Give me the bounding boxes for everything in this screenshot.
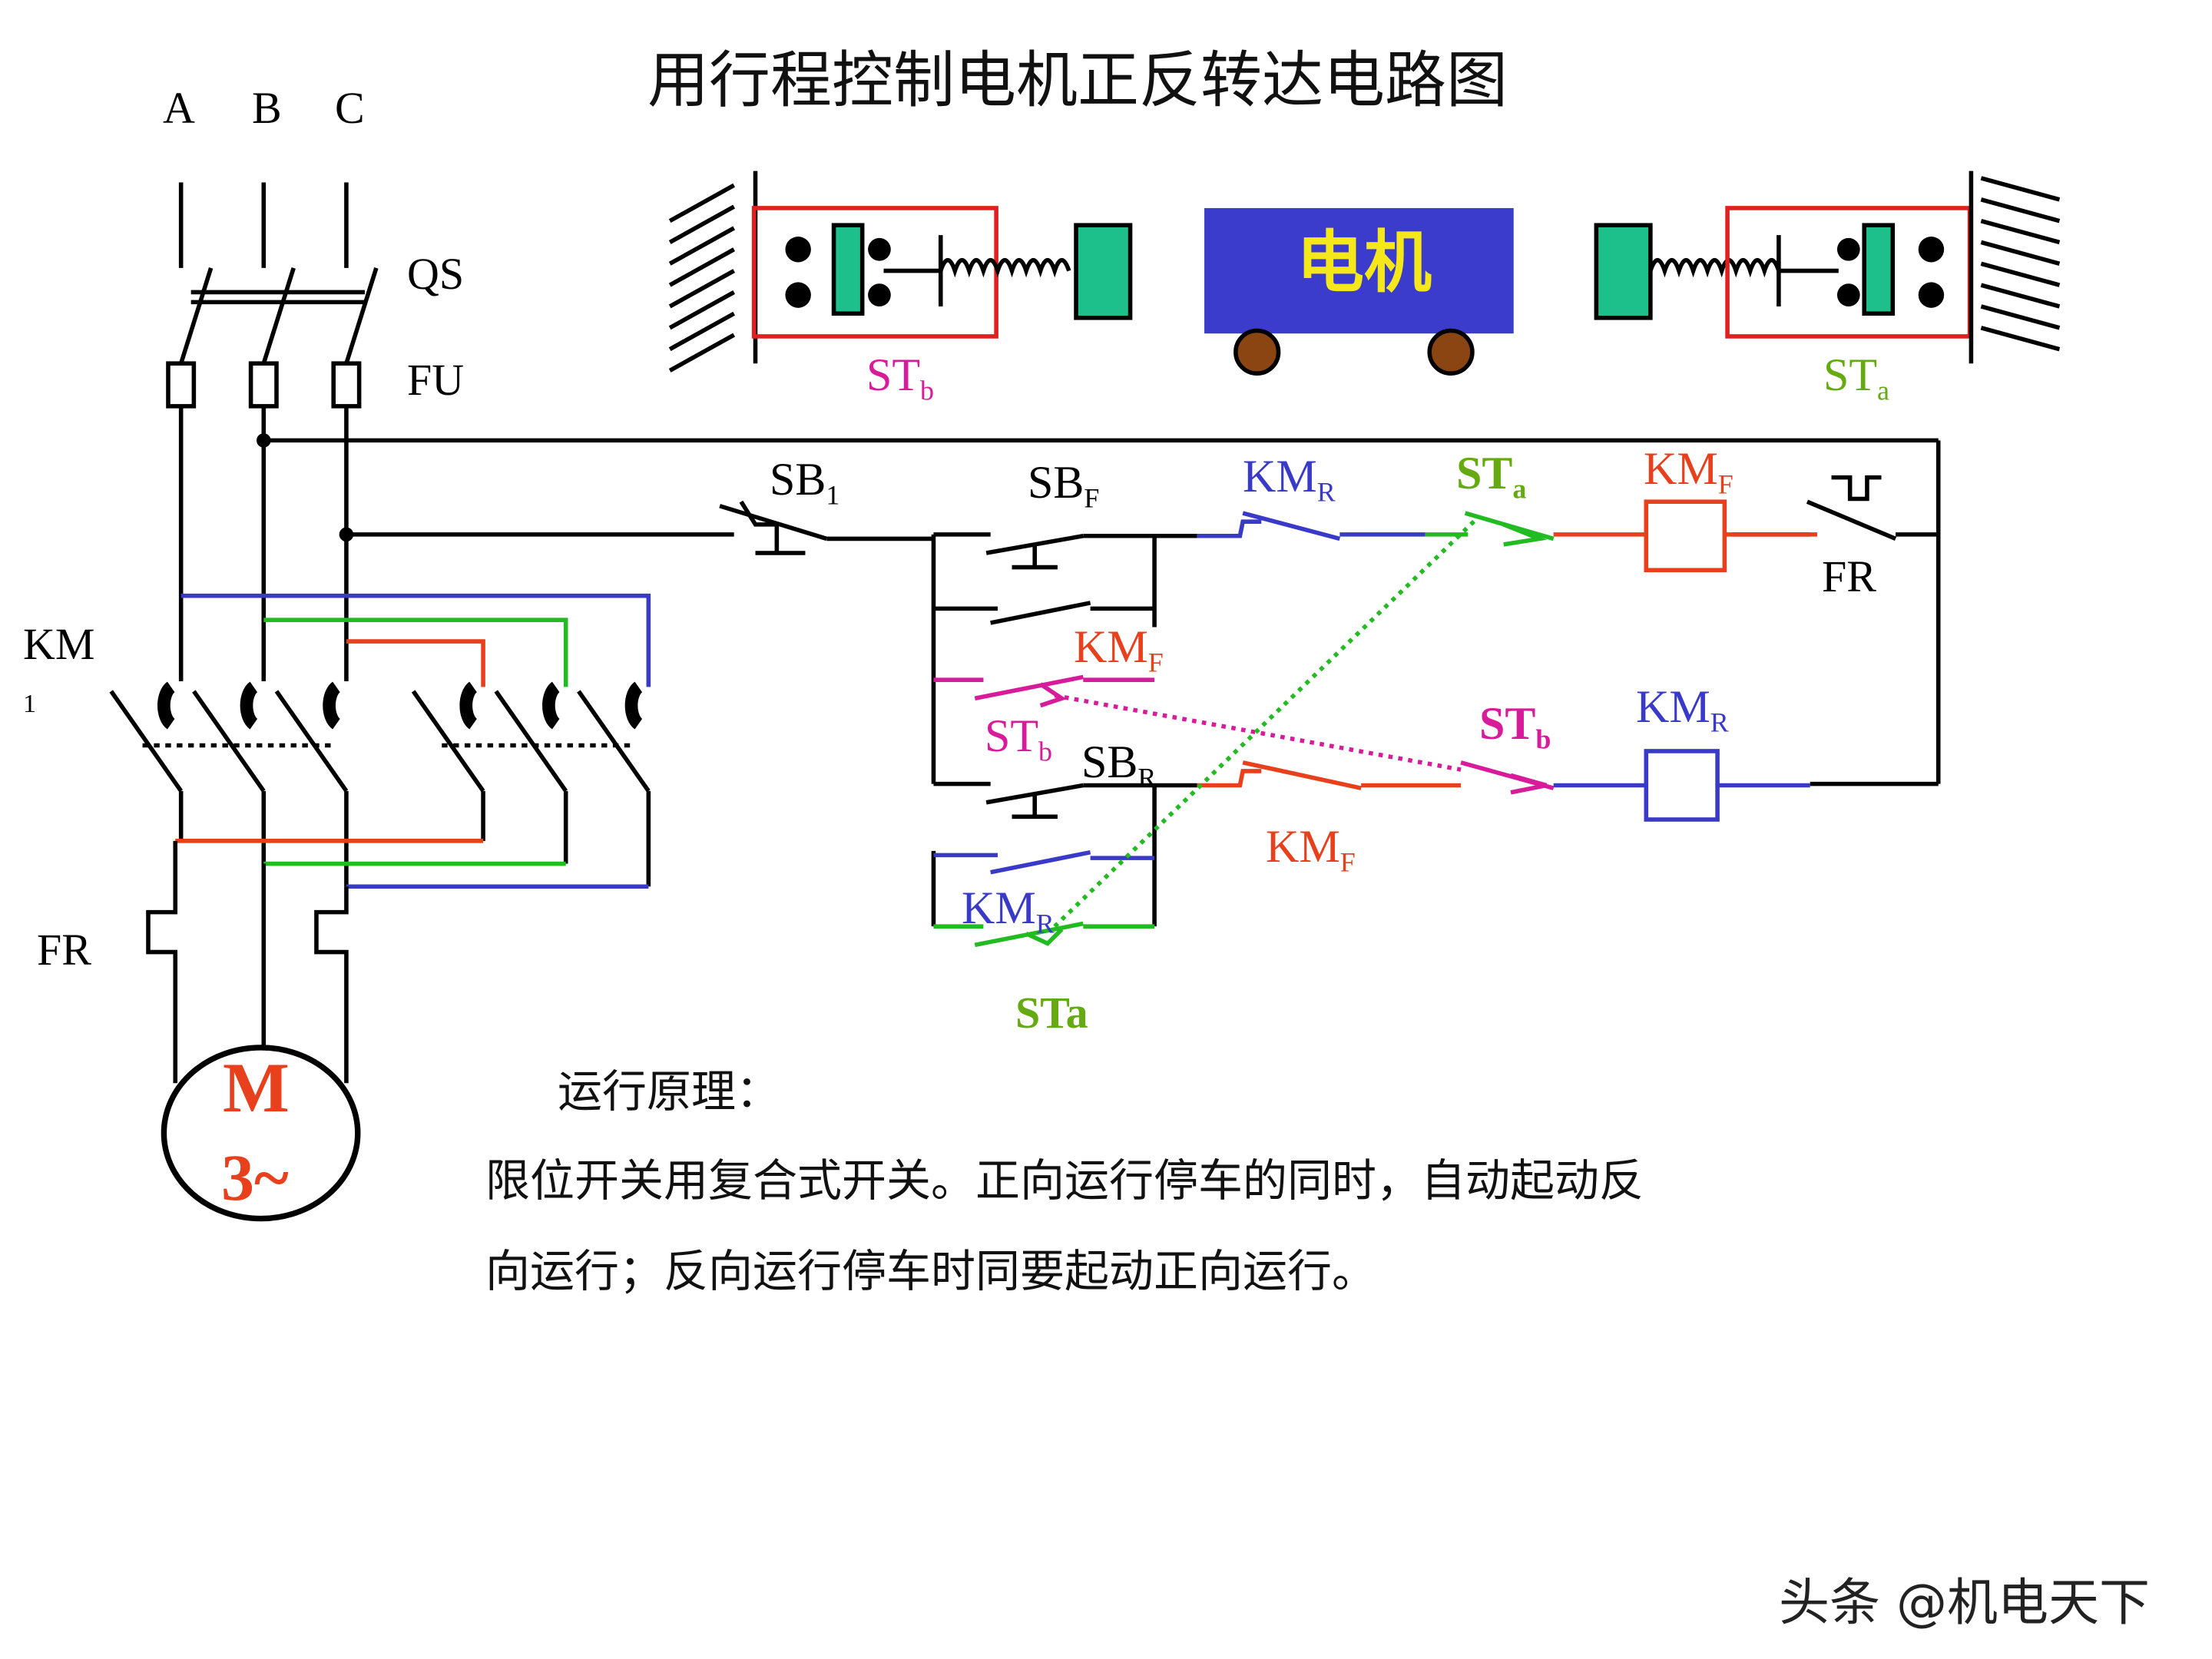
km-contacts	[109, 681, 651, 887]
motor-3-label: 3~	[221, 1141, 289, 1214]
stb-no-label: STb	[985, 713, 1052, 766]
kmr-coil-label: KMR	[1636, 684, 1729, 737]
kmr-coil-sub: R	[1710, 707, 1729, 738]
kmr-nc-top-label: KMR	[1243, 453, 1336, 506]
sta-top-base: ST	[1823, 349, 1878, 400]
sbf-label: SBF	[1028, 459, 1099, 512]
sta-limit-switch	[1594, 206, 1972, 339]
kmf-coil-base: KM	[1644, 443, 1718, 494]
km1-sub-label: 1	[23, 690, 36, 718]
phase-b-label: B	[252, 83, 282, 133]
sta-top-label: STa	[1823, 352, 1889, 405]
qs-switch	[179, 267, 379, 365]
kmf-coil-label: KMF	[1644, 445, 1734, 498]
cart-label: 电机	[1296, 223, 1432, 302]
stb-top-label: STb	[866, 352, 934, 405]
kmr-nc-top-base: KM	[1243, 451, 1317, 502]
kmf-nc-sub: F	[1339, 846, 1356, 878]
sta-nc-base: ST	[1456, 448, 1513, 498]
principle-heading: 运行原理：	[558, 1065, 781, 1118]
qs-label: QS	[407, 249, 465, 299]
kmf-nc-a	[1197, 769, 1262, 788]
principle-line1: 限位开关用复合式开关。正向运行停车的同时，自动起动反	[485, 1154, 1644, 1207]
km1-label: KM	[23, 619, 95, 669]
kmr-hold-sub: R	[1035, 908, 1055, 939]
sbf-base: SB	[1028, 457, 1084, 508]
stb-no-base: ST	[985, 710, 1039, 761]
stb-no-actuator	[1039, 682, 1067, 708]
kmf-coil-sub: F	[1717, 469, 1734, 500]
stb-no-sub: b	[1038, 736, 1053, 767]
sta-nc-sub: a	[1512, 473, 1527, 505]
sb1-sub: 1	[826, 479, 840, 511]
kmr-hold-base: KM	[962, 882, 1036, 933]
sta-top-sub: a	[1877, 375, 1890, 406]
sta-bottom-label: STa	[1015, 988, 1088, 1038]
kmf-nc-b	[1242, 760, 1362, 790]
fr-main-label: FR	[37, 925, 91, 975]
stb-nc-sub: b	[1535, 724, 1551, 755]
kmr-nc-top-a	[1197, 519, 1262, 538]
sta-nc-label: STa	[1456, 450, 1526, 503]
sta-linkage	[1053, 518, 1477, 929]
page-title: 用行程控制电机正反转达电路图	[647, 45, 1508, 116]
principle-line2: 向运行；反向运行停车时同要起动正向运行。	[485, 1245, 1377, 1297]
stb-nc-base: ST	[1479, 698, 1536, 749]
kmf-nc-label: KMF	[1266, 823, 1356, 876]
stb-top-base: ST	[866, 349, 921, 400]
kmf-nc-base: KM	[1266, 821, 1340, 872]
wire-red-top	[346, 639, 485, 687]
kmr-coil	[1644, 749, 1720, 822]
sb1-label: SB1	[770, 456, 839, 509]
cart	[1204, 207, 1514, 376]
sbr-base: SB	[1081, 737, 1138, 787]
stb-top-sub: b	[920, 375, 935, 406]
motor-m-label: M	[223, 1048, 290, 1127]
phase-c-label: C	[335, 83, 365, 133]
motor-circle	[161, 1045, 361, 1222]
kmr-hold-label: KMR	[962, 885, 1055, 938]
kmr-nc-top-b	[1242, 511, 1341, 541]
fr-ctrl-label: FR	[1822, 551, 1876, 601]
fr-thermal	[146, 840, 349, 1084]
kmr-nc-top-sub: R	[1316, 476, 1336, 508]
kmr-hold-contact	[990, 849, 1091, 875]
sbf-sub: F	[1084, 482, 1100, 514]
fu-fuses	[166, 361, 362, 409]
left-wall	[668, 171, 758, 373]
stb-limit-switch	[751, 206, 1133, 339]
sb1-base: SB	[770, 454, 826, 505]
sbr-sub: R	[1137, 762, 1157, 793]
phase-lines	[178, 406, 349, 682]
kmf-coil	[1644, 499, 1727, 573]
kmr-coil-base: KM	[1636, 681, 1710, 732]
wire-green-top	[263, 618, 568, 687]
phase-a-label: A	[163, 83, 195, 133]
kmf-hold-label: KMF	[1074, 624, 1164, 677]
sbr-label: SBR	[1081, 739, 1156, 792]
stb-no-contact	[974, 674, 1084, 701]
right-wall	[1969, 171, 2061, 364]
kmf-hold-base: KM	[1074, 621, 1148, 672]
watermark: 头条 @机电天下	[1779, 1573, 2150, 1632]
kmf-hold-sub: F	[1147, 647, 1164, 678]
stb-nc-label: STb	[1479, 700, 1551, 753]
wire-blue-top	[180, 593, 651, 687]
fu-label: FU	[407, 355, 465, 405]
